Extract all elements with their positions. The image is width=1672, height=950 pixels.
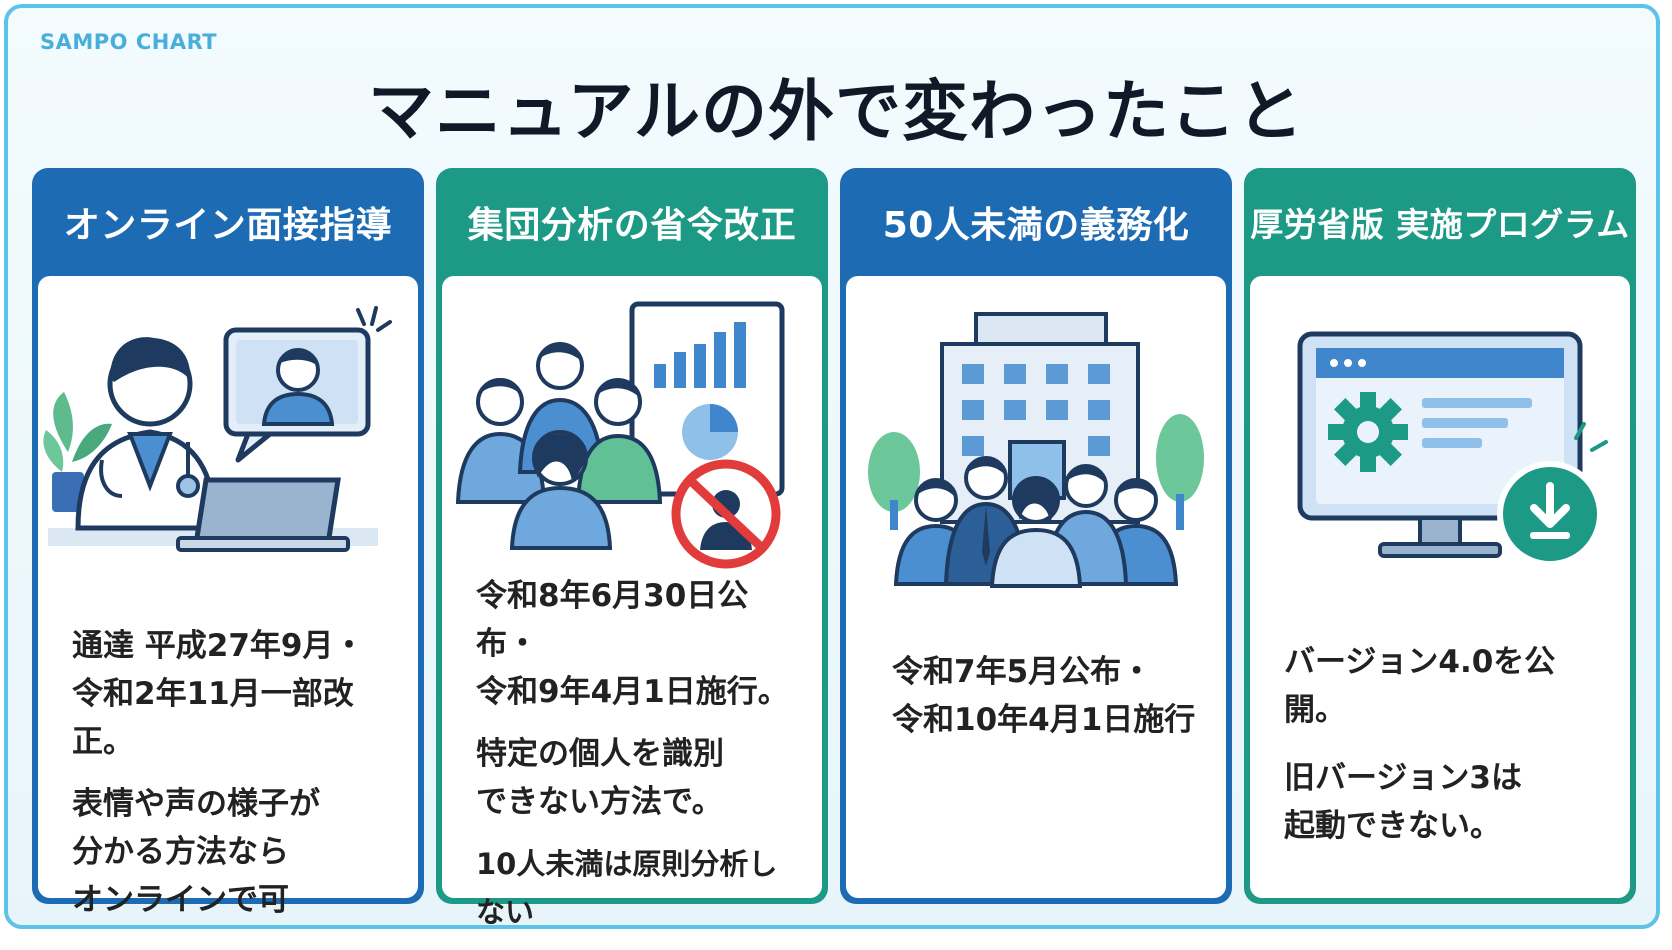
card-line: 旧バージョン3は 起動できない。 <box>1284 760 1522 844</box>
card-body: 通達 平成27年9月・ 令和2年11月一部改正。 表情や声の様子が 分かる方法な… <box>38 276 418 918</box>
card-text: 令和8年6月30日公布・ 令和9年4月1日施行。 特定の個人を識別 できない方法… <box>476 572 806 950</box>
card-small-business: 50人未満の義務化 <box>840 168 1232 904</box>
card-line: 10人未満は原則分析しない <box>476 847 778 929</box>
card-body: 令和8年6月30日公布・ 令和9年4月1日施行。 特定の個人を識別 できない方法… <box>442 276 822 929</box>
page-title: マニュアルの外で変わったこと <box>367 73 1305 150</box>
card-body: バージョン4.0を公開。 旧バージョン3は 起動できない。 <box>1250 276 1630 898</box>
brand-label: SAMPO CHART <box>40 30 218 54</box>
office-building-people-icon <box>868 312 1204 588</box>
group-analysis-icon <box>455 301 785 569</box>
card-text: バージョン4.0を公開。 旧バージョン3は 起動できない。 <box>1284 638 1614 864</box>
monitor-download-icon <box>1297 331 1608 567</box>
card-line: 通達 平成27年9月・ 令和2年11月一部改正。 <box>72 628 365 760</box>
card-heading: オンライン面接指導 <box>63 205 393 246</box>
card-heading: 厚労省版 実施プログラム <box>1250 205 1630 244</box>
card-online-interview: オンライン面接指導 <box>32 168 424 918</box>
card-group-analysis: 集団分析の省令改正 <box>436 168 828 929</box>
card-line: 令和8年6月30日公布・ 令和9年4月1日施行。 <box>476 578 789 710</box>
doctor-video-call-icon <box>43 306 392 552</box>
card-heading: 集団分析の省令改正 <box>467 205 797 246</box>
card-line: 特定の個人を識別 できない方法で。 <box>476 736 724 820</box>
card-line: バージョン4.0を公開。 <box>1284 644 1556 728</box>
card-text: 令和7年5月公布・ 令和10年4月1日施行 <box>892 648 1222 758</box>
card-line: 令和7年5月公布・ 令和10年4月1日施行 <box>892 654 1196 738</box>
card-text: 通達 平成27年9月・ 令和2年11月一部改正。 表情や声の様子が 分かる方法な… <box>72 622 402 938</box>
card-body: 令和7年5月公布・ 令和10年4月1日施行 <box>846 276 1226 898</box>
card-line: 表情や声の様子が 分かる方法なら オンラインで可 <box>72 786 320 918</box>
card-heading: 50人未満の義務化 <box>882 205 1190 246</box>
infographic-frame: SAMPO CHART マニュアルの外で変わったこと オンライン面接指導 <box>4 4 1660 929</box>
card-mhlw-program: 厚労省版 実施プログラム <box>1244 168 1636 904</box>
